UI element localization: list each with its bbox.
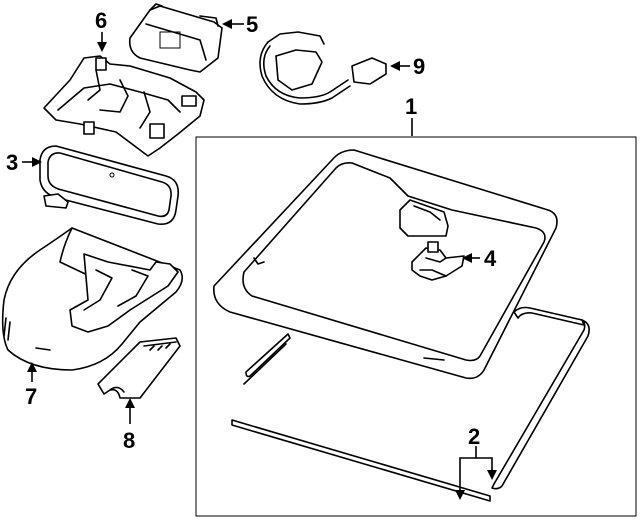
rain-sensor-bracket (411, 241, 465, 281)
sensor-cover (97, 337, 181, 399)
callout-4: 4 (484, 246, 497, 271)
windshield-glass (213, 149, 558, 380)
callout-1: 1 (405, 94, 417, 119)
mirror-cover (1, 227, 184, 371)
callout-labels: 1 2 3 4 5 6 7 8 9 (6, 8, 497, 453)
callout-6: 6 (95, 8, 107, 33)
mounting-bracket (43, 55, 205, 157)
callout-3: 3 (6, 150, 18, 175)
leader-lines (22, 19, 497, 500)
callout-7: 7 (25, 384, 37, 409)
windshield-group-frame (195, 136, 637, 517)
callout-8: 8 (123, 428, 135, 453)
callout-9: 9 (413, 54, 425, 79)
wiring-harness (259, 31, 387, 105)
callout-2: 2 (468, 424, 480, 449)
rearview-mirror (39, 145, 180, 226)
windshield-moldings (231, 306, 590, 502)
callout-5: 5 (246, 12, 258, 37)
electronic-module (128, 3, 223, 73)
